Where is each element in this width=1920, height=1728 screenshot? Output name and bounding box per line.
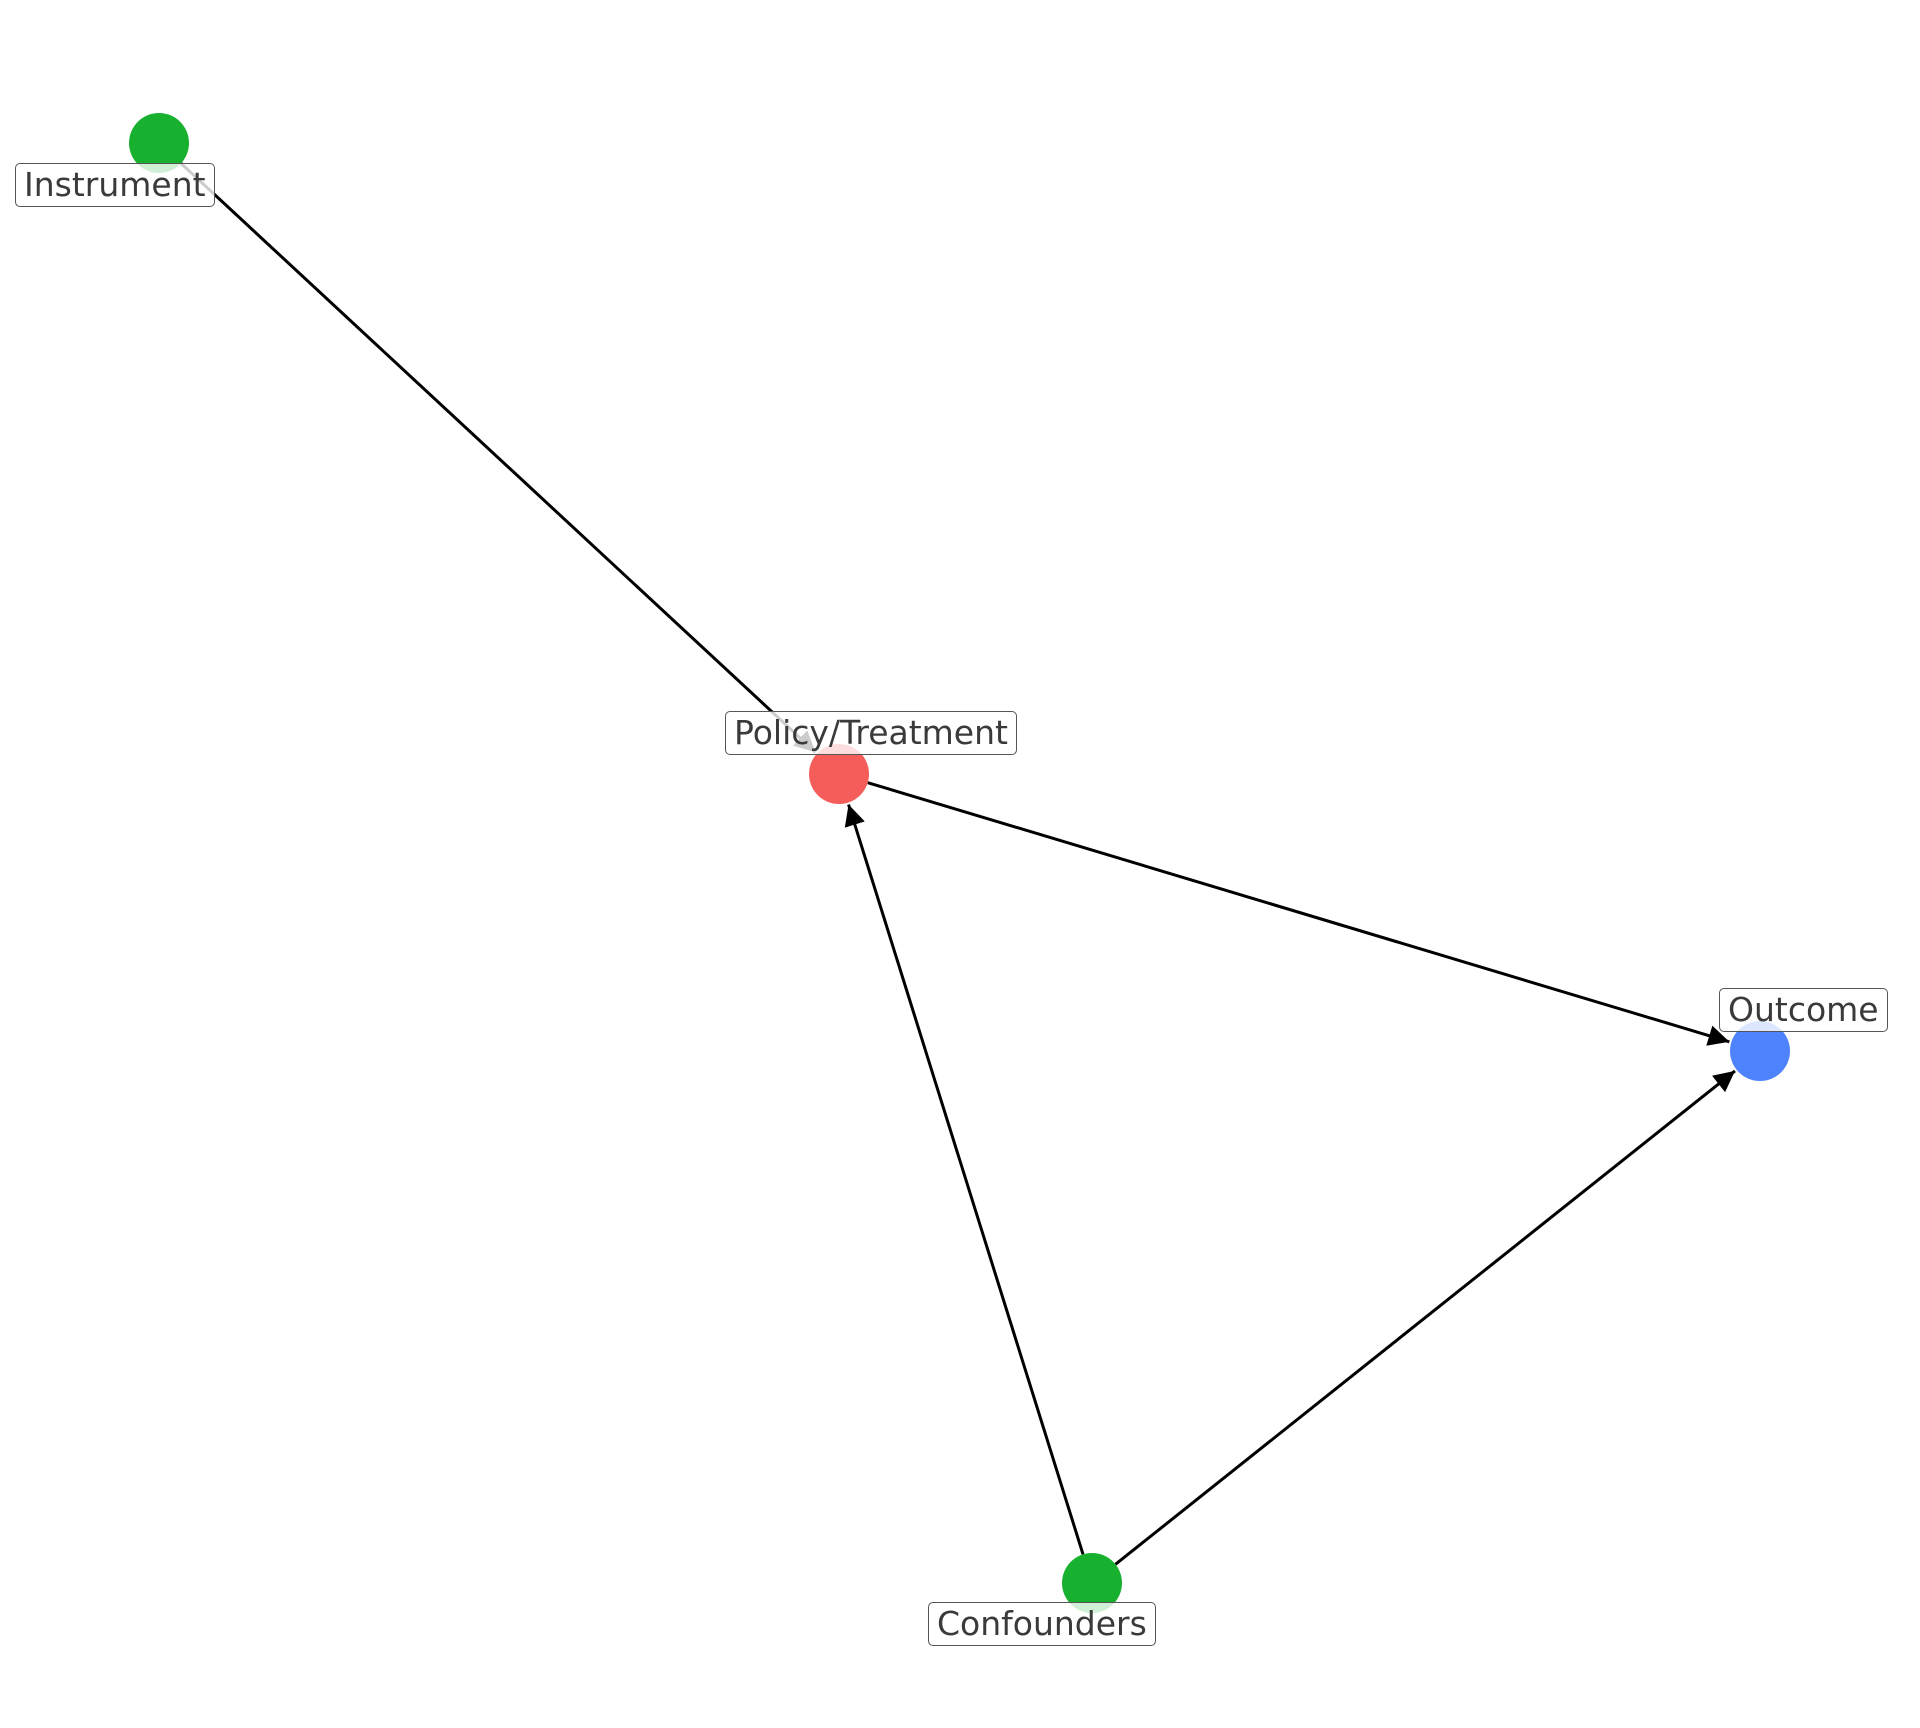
edge-confounders-to-outcome bbox=[1114, 1069, 1736, 1566]
node-instrument[interactable] bbox=[129, 113, 189, 173]
edge-confounders-to-policy bbox=[844, 804, 1085, 1555]
node-outcome[interactable] bbox=[1730, 1021, 1790, 1081]
node-policy[interactable] bbox=[809, 744, 869, 804]
node-confounders[interactable] bbox=[1062, 1553, 1122, 1613]
node-label-confounders: Confounders bbox=[928, 1602, 1156, 1646]
node-label-policy: Policy/Treatment bbox=[725, 711, 1017, 755]
node-label-instrument: Instrument bbox=[15, 163, 215, 207]
edge-instrument-to-policy bbox=[179, 162, 817, 754]
edge-policy-to-outcome bbox=[867, 781, 1730, 1046]
node-label-outcome: Outcome bbox=[1719, 988, 1888, 1032]
